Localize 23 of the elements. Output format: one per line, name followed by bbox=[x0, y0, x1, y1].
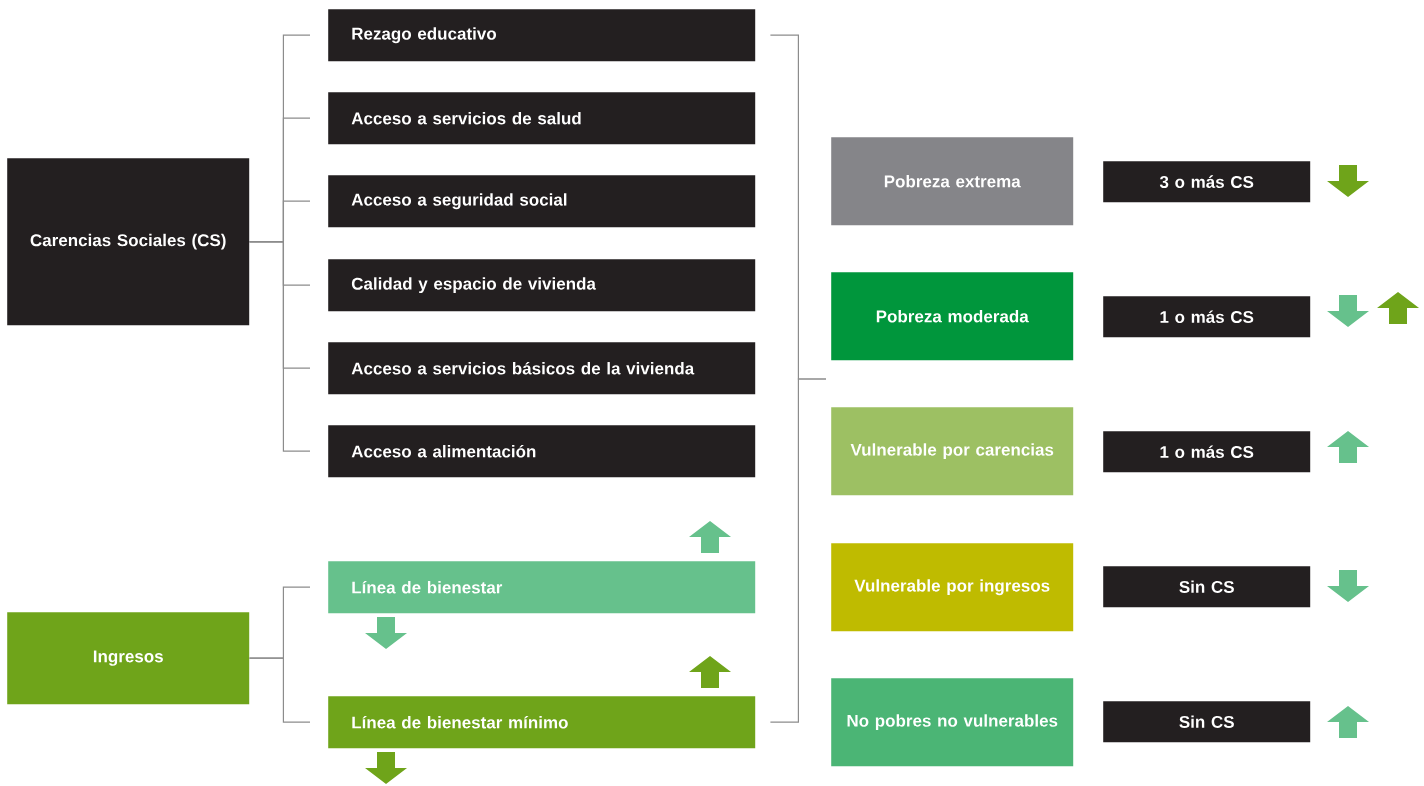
bracket-line bbox=[769, 378, 827, 723]
category-box: Pobreza moderada bbox=[831, 272, 1074, 361]
category-box: No pobres no vulnerables bbox=[831, 678, 1074, 767]
category-box: Acceso a servicios básicos de la vivienda bbox=[328, 342, 756, 395]
category-box: Acceso a alimentación bbox=[328, 425, 756, 478]
bracket-line bbox=[248, 657, 311, 723]
category-box: Acceso a servicios de salud bbox=[328, 92, 756, 145]
category-box: Carencias Sociales (CS) bbox=[7, 158, 250, 326]
category-box: Sin CS bbox=[1103, 701, 1311, 743]
category-box: Sin CS bbox=[1103, 566, 1311, 608]
category-box: Ingresos bbox=[7, 612, 250, 705]
category-box: 1 o más CS bbox=[1103, 296, 1311, 338]
category-box: Vulnerable por ingresos bbox=[831, 543, 1074, 632]
category-box: Línea de bienestar mínimo bbox=[328, 696, 756, 749]
category-box: Vulnerable por carencias bbox=[831, 407, 1074, 496]
category-box: Acceso a seguridad social bbox=[328, 175, 756, 228]
category-box: 3 o más CS bbox=[1103, 161, 1311, 203]
category-box: Línea de bienestar bbox=[328, 561, 756, 614]
category-box: 1 o más CS bbox=[1103, 431, 1311, 473]
category-box: Pobreza extrema bbox=[831, 137, 1074, 226]
category-box: Calidad y espacio de vivienda bbox=[328, 259, 756, 312]
bracket-line bbox=[248, 241, 311, 452]
category-box: Rezago educativo bbox=[328, 9, 756, 62]
